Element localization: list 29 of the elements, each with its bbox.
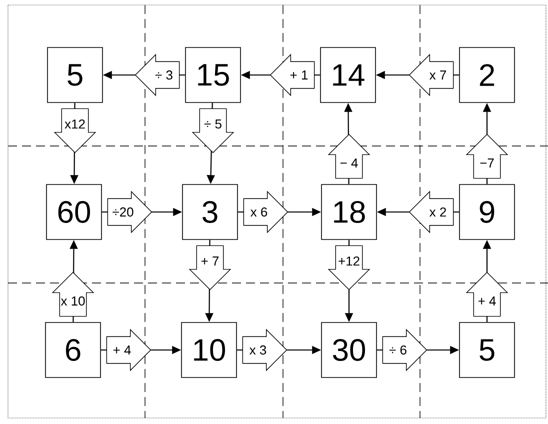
number-box: 18 [321,184,377,240]
number-box: 9 [459,184,515,240]
edge-label: ÷ 3 [155,70,172,80]
edge-label: x 6 [250,207,268,217]
edge-label: +12 [338,256,360,266]
edge-label: x 10 [60,296,85,306]
number-box: 30 [321,322,377,378]
number-box: 3 [182,184,238,240]
edge-label: −7 [480,158,494,168]
number-box: 5 [47,47,103,103]
edge-label: ÷ 5 [204,119,222,129]
edge-label: x 2 [429,207,446,217]
edge-label: + 1 [290,70,308,80]
edge-label: + 4 [113,346,131,354]
edge-label: + 7 [201,256,219,266]
number-box: 5 [459,322,515,378]
number-box: 6 [45,322,101,378]
number-box: 15 [185,47,241,103]
number-box: 10 [181,322,237,378]
number-box: 60 [46,184,102,240]
edge-label: − 4 [340,158,358,168]
number-box: 14 [320,47,376,103]
edge-label: x 7 [429,70,446,80]
edge-label: x 3 [249,345,266,355]
edge-label: ÷20 [112,207,134,217]
edge-label: + 4 [478,296,496,306]
edge-label: x12 [64,119,85,129]
number-box: 2 [459,47,515,103]
edge-label: ÷ 6 [389,345,406,355]
